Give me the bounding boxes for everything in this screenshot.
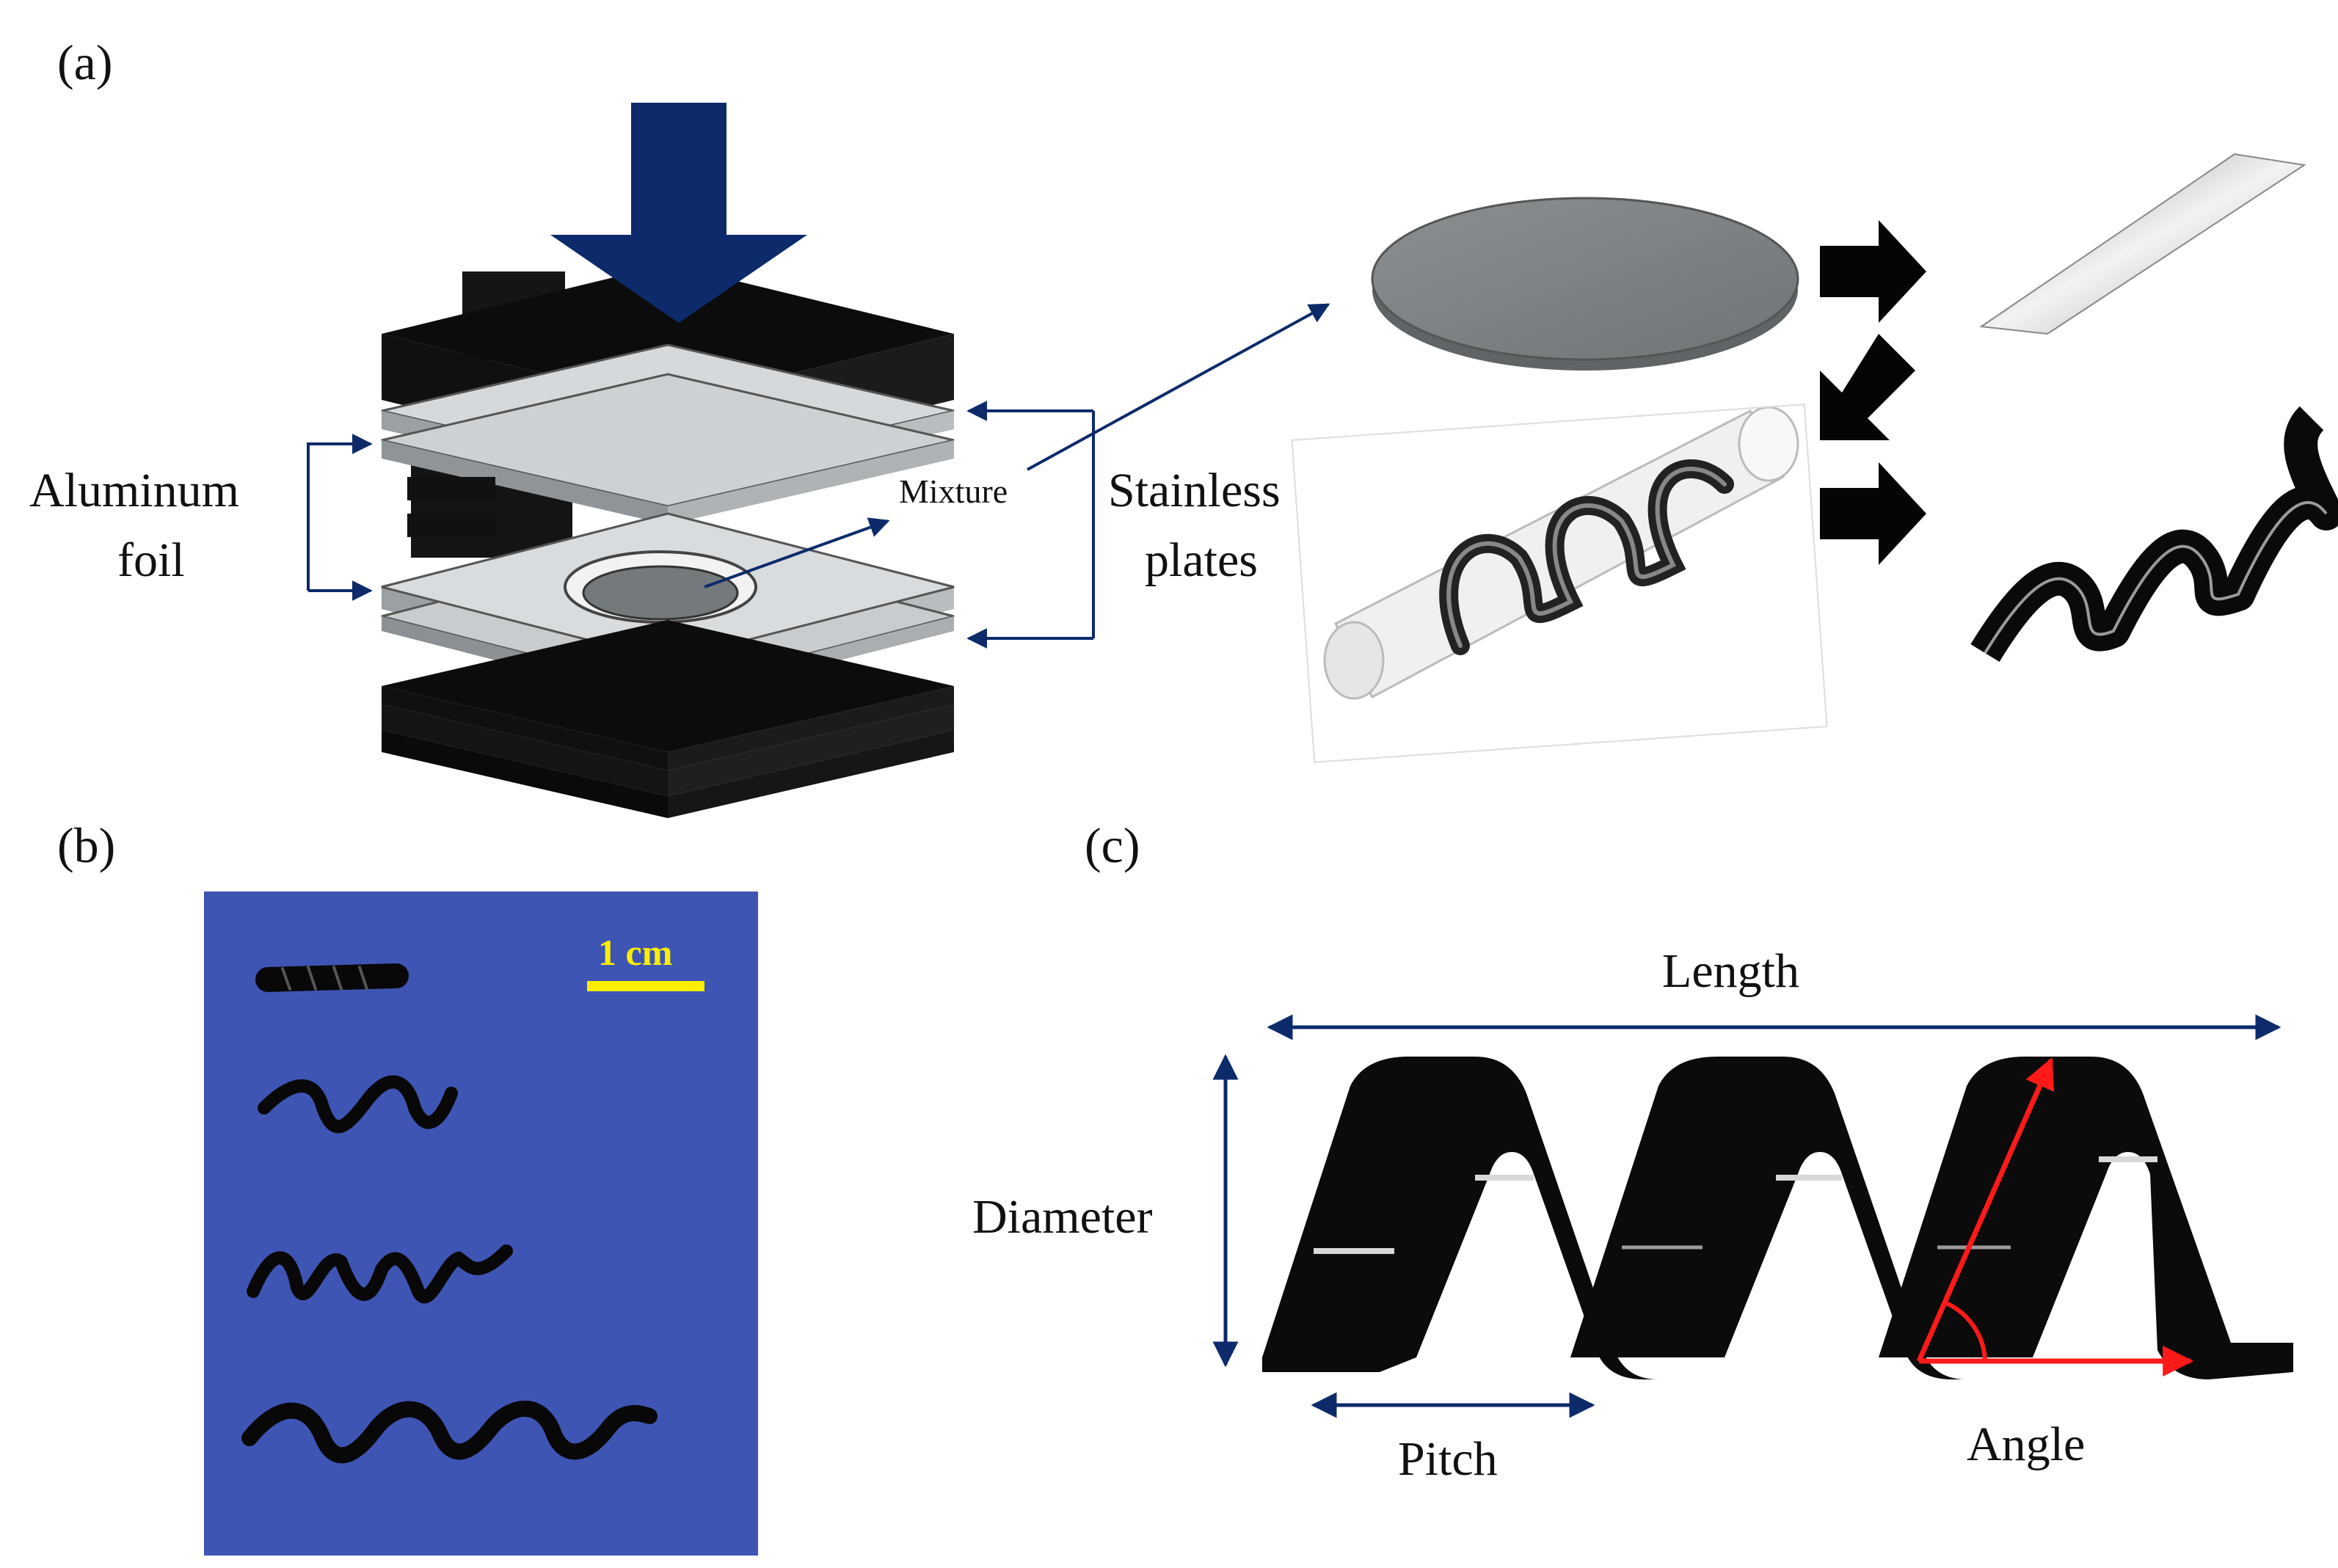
helical-ribbon-small xyxy=(1970,406,2338,662)
panel-c-label: (c) xyxy=(1085,817,1140,873)
pitch-label: Pitch xyxy=(1398,1432,1498,1486)
sample-tight-coil xyxy=(255,963,409,992)
helical-ribbon-large xyxy=(1262,1057,2293,1379)
sample-long-coil xyxy=(241,1401,658,1464)
angle-helix-line xyxy=(1916,1057,2055,1363)
angle-arc xyxy=(1943,1300,1987,1362)
mixture-pointer-arrow xyxy=(704,517,890,588)
angle-label: Angle xyxy=(1967,1418,2085,1471)
panel-a-label: (a) xyxy=(57,34,112,90)
pressed-disc xyxy=(1371,197,1799,371)
aluminum-foil-label-line2: foil xyxy=(117,533,185,587)
diameter-label: Diameter xyxy=(972,1190,1153,1244)
right-arrow-icon xyxy=(1820,220,1926,323)
scale-bar xyxy=(587,981,704,991)
down-arrow-icon xyxy=(550,103,807,323)
wound-strip xyxy=(1439,459,1734,655)
scale-bar-label: 1 cm xyxy=(598,932,672,973)
to-disc-arrow xyxy=(1027,303,1330,471)
mixture-label: Mixture xyxy=(899,473,1008,510)
right-arrow-icon-2 xyxy=(1820,462,1926,565)
flat-strip xyxy=(1979,153,2306,335)
stainless-plates-label-line2: plates xyxy=(1145,533,1258,587)
press-stack xyxy=(381,264,955,818)
sample-loose-coil xyxy=(258,1075,458,1134)
length-label: Length xyxy=(1662,944,1799,998)
stainless-plates-label: Stainless xyxy=(1108,464,1281,517)
foil-bracket-top xyxy=(307,434,373,481)
left-down-arrow-icon xyxy=(1820,334,1915,440)
panel-b-label: (b) xyxy=(57,817,115,873)
sample-medium-coil xyxy=(247,1244,513,1304)
aluminum-foil-label: Aluminum xyxy=(29,464,239,517)
